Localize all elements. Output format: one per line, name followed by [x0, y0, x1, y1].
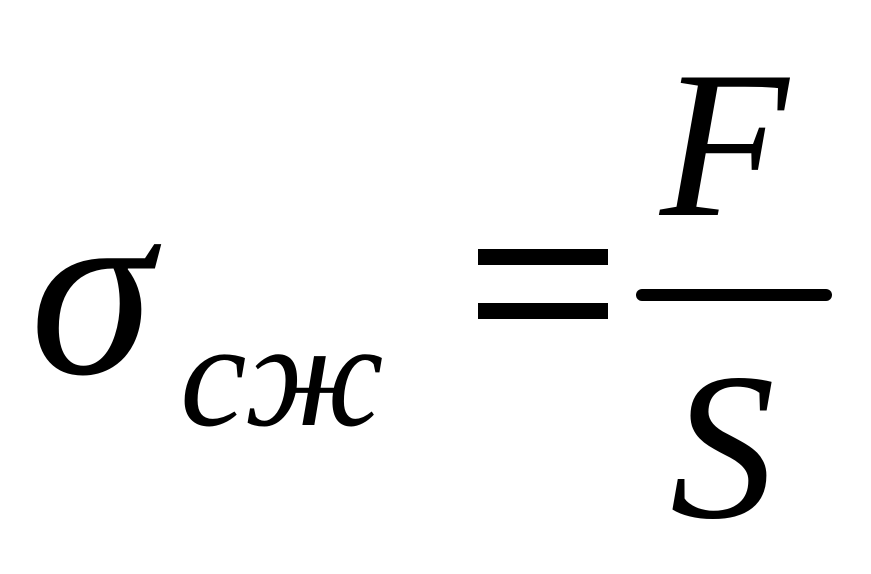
equals-top-bar: [478, 249, 608, 265]
equals-bottom-bar: [478, 303, 608, 319]
sigma-symbol: σ: [30, 151, 154, 428]
fraction-bar: [636, 289, 832, 301]
subscript-text: сж: [180, 292, 385, 458]
denominator: S: [670, 331, 775, 563]
numerator: F: [660, 29, 789, 261]
